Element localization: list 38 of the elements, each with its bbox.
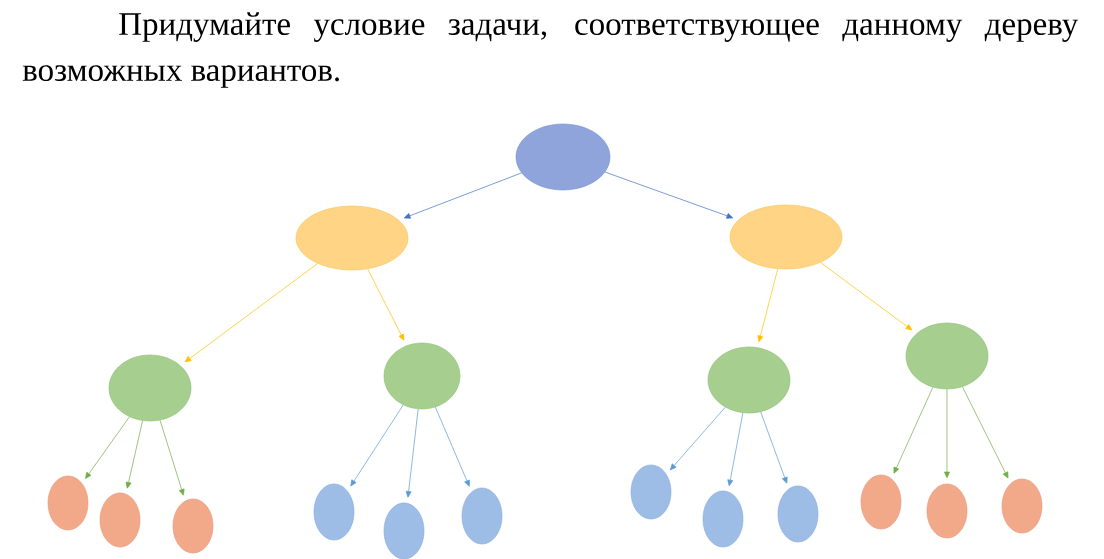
ellipse-shape <box>860 474 902 530</box>
arrow <box>727 412 744 487</box>
ellipse-shape <box>777 485 819 543</box>
ellipse-shape <box>729 204 843 270</box>
ellipse-shape <box>295 205 409 271</box>
ellipse-shape <box>1001 478 1043 534</box>
ellipse-shape <box>47 475 89 531</box>
arrow <box>85 416 130 479</box>
ellipse-shape <box>707 346 791 414</box>
arrow <box>944 388 950 479</box>
ellipse-shape <box>905 322 989 390</box>
ellipse-shape <box>99 492 141 548</box>
arrow <box>403 172 522 219</box>
ellipse-shape <box>313 483 355 541</box>
ellipse-shape <box>926 483 968 539</box>
arrow <box>435 406 470 487</box>
arrow <box>125 420 143 489</box>
arrow <box>757 268 779 343</box>
arrow <box>893 386 934 474</box>
title-text: Придумайте условие задачи, соответствующее данному дереву возможных вариантов. <box>22 12 1079 88</box>
arrow <box>962 386 1009 479</box>
ellipse-shape <box>108 354 192 422</box>
arrow <box>820 262 913 331</box>
arrow <box>367 268 405 341</box>
ellipse-shape <box>461 487 503 545</box>
arrow <box>405 408 419 498</box>
arrow <box>350 404 404 487</box>
ellipse-shape <box>172 498 214 554</box>
arrow <box>604 171 734 219</box>
arrow <box>159 419 185 496</box>
ellipse-shape <box>515 123 611 191</box>
ellipse-shape <box>383 342 461 410</box>
arrow <box>670 406 726 471</box>
ellipse-shape <box>383 502 425 559</box>
ellipse-shape <box>702 490 744 548</box>
arrow <box>184 263 318 363</box>
arrow <box>760 411 788 484</box>
ellipse-shape <box>630 464 672 520</box>
